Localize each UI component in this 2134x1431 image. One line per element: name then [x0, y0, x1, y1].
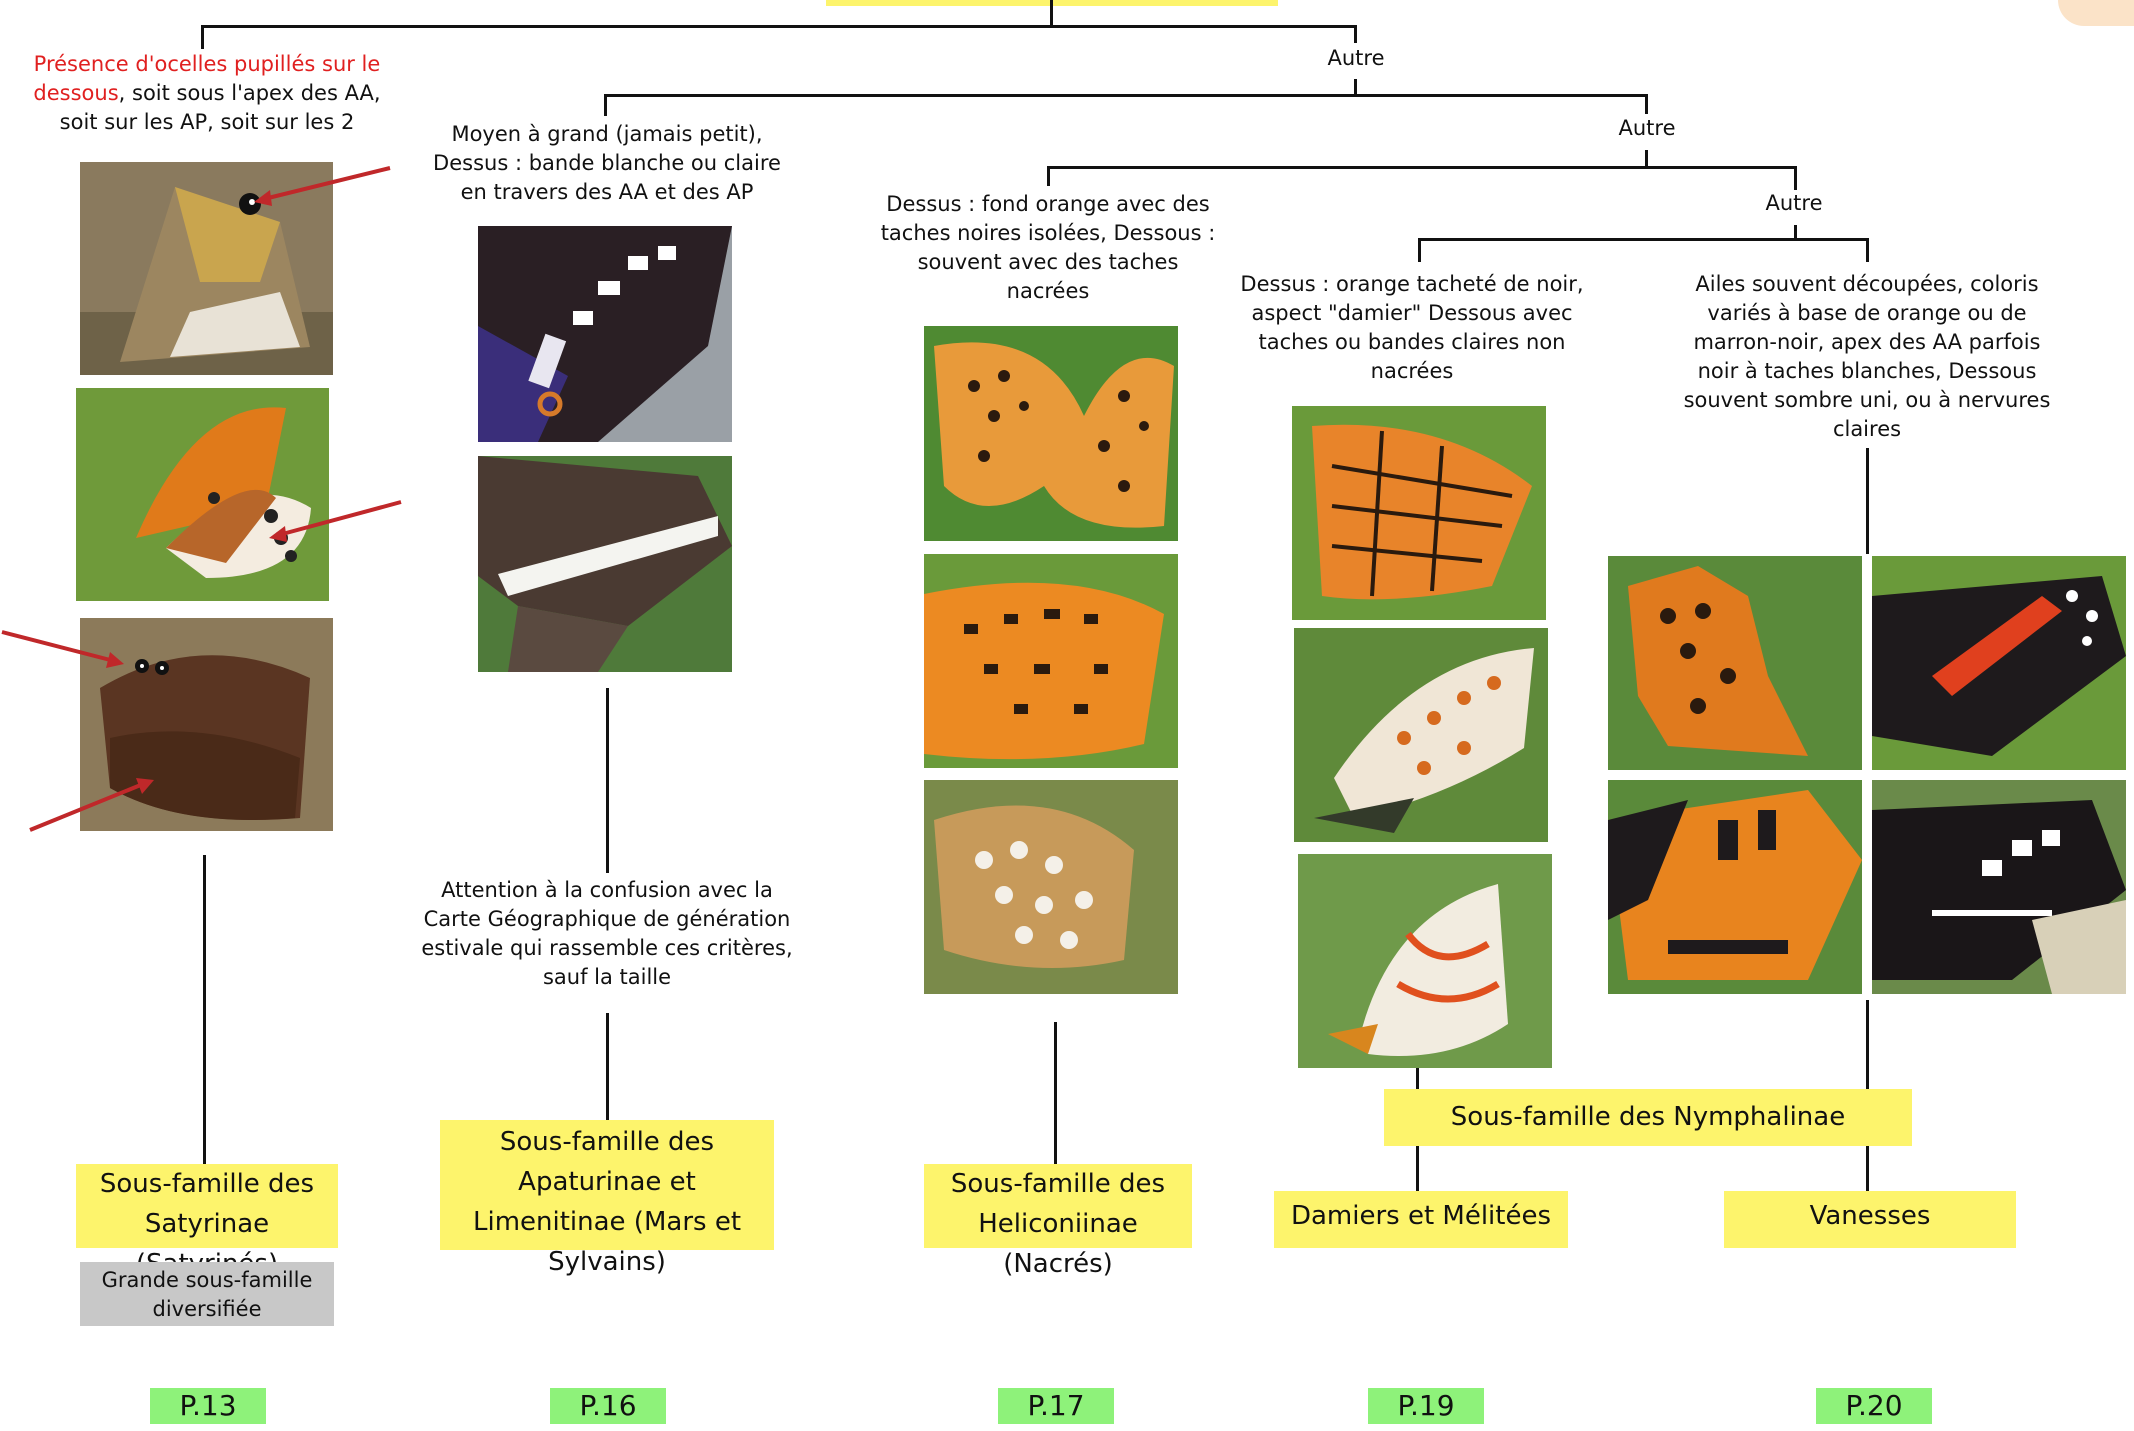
- photo-satyrinae-3: [80, 618, 333, 831]
- criterion-vanesses: Ailes souvent découpées, coloris variés …: [1683, 272, 2051, 441]
- butterfly-photo: [1294, 628, 1548, 842]
- connector: [1416, 1146, 1419, 1191]
- connector: [1354, 25, 1357, 43]
- corner-decoration: [2058, 0, 2134, 26]
- photo-damiers-3: [1298, 854, 1552, 1068]
- photo-satyrinae-1: [80, 162, 333, 375]
- connector: [203, 855, 206, 1167]
- confusion-warning-note: Attention à la confusion avec la Carte G…: [421, 878, 793, 989]
- connector: [1047, 166, 1797, 169]
- connector: [1794, 225, 1797, 239]
- butterfly-photo: [80, 162, 333, 375]
- butterfly-photo: [1298, 854, 1552, 1068]
- butterfly-photo: [1872, 556, 2126, 770]
- butterfly-photo: [1872, 780, 2126, 994]
- photo-vanesses-1: [1608, 556, 1862, 770]
- photo-heliconiinae-1: [924, 326, 1178, 541]
- photo-vanesses-4: [1872, 780, 2126, 994]
- butterfly-photo: [924, 554, 1178, 768]
- connector: [1416, 1067, 1419, 1089]
- connector: [1645, 94, 1648, 114]
- criterion-satyrinae: Présence d'ocelles pupillés sur le desso…: [22, 50, 392, 137]
- connector: [604, 94, 607, 116]
- photo-heliconiinae-2: [924, 554, 1178, 768]
- group-box-heliconiinae: Sous-famille des Heliconiinae (Nacrés): [924, 1164, 1192, 1279]
- connector: [1866, 238, 1869, 262]
- connector: [1047, 166, 1050, 186]
- connector: [1645, 150, 1648, 167]
- photo-heliconiinae-3: [924, 780, 1178, 994]
- page-link-satyrinae[interactable]: P.13: [150, 1388, 266, 1424]
- photo-satyrinae-2: [76, 388, 329, 601]
- red-arrow-icon: [254, 166, 391, 206]
- butterfly-photo: [76, 388, 329, 601]
- photo-vanesses-3: [1608, 780, 1862, 994]
- criterion-heliconiinae: Dessus : fond orange avec des taches noi…: [880, 192, 1216, 303]
- connector: [604, 94, 1648, 97]
- photo-damiers-1: [1292, 406, 1546, 620]
- connector: [606, 688, 609, 873]
- butterfly-photo: [924, 780, 1178, 994]
- butterfly-photo: [80, 618, 333, 831]
- connector: [1054, 1022, 1057, 1167]
- group-box-apaturinae: Sous-famille des Apaturinae et Limenitin…: [440, 1120, 774, 1277]
- connector: [1050, 0, 1053, 27]
- butterfly-photo: [478, 456, 732, 672]
- group-box-vanesses: Vanesses: [1724, 1191, 2016, 1248]
- group-box-satyrinae: Sous-famille des Satyrinae (Satyrinés): [76, 1164, 338, 1279]
- butterfly-photo: [1608, 556, 1862, 770]
- connector: [1866, 448, 1869, 554]
- criterion-satyrinae-detail: , soit sous l'apex des AA, soit sur les …: [59, 81, 381, 134]
- page-link-heliconiinae[interactable]: P.17: [998, 1388, 1114, 1424]
- butterfly-photo: [1608, 780, 1862, 994]
- butterfly-photo: [1292, 406, 1546, 620]
- note-box-satyrinae: Grande sous-famille diversifiée: [80, 1262, 334, 1326]
- photo-apaturinae-2: [478, 456, 732, 672]
- page-link-vanesses[interactable]: P.20: [1816, 1388, 1932, 1424]
- connector: [606, 1013, 609, 1120]
- connector: [1418, 238, 1421, 262]
- butterfly-photo: [478, 226, 732, 442]
- connector: [1418, 238, 1869, 241]
- connector: [1866, 1000, 1869, 1089]
- connector: [1354, 79, 1357, 95]
- connector: [1866, 1146, 1869, 1191]
- photo-vanesses-2: [1872, 556, 2126, 770]
- red-arrow-icon: [269, 500, 402, 542]
- connector: [201, 25, 1357, 28]
- photo-apaturinae-1: [478, 226, 732, 442]
- red-arrow-icon: [1, 630, 124, 668]
- connector: [1794, 166, 1797, 190]
- group-box-nymphalinae: Sous-famille des Nymphalinae: [1384, 1089, 1912, 1146]
- page-link-apaturinae[interactable]: P.16: [550, 1388, 666, 1424]
- criterion-satyrinae-highlight: Présence d'ocelles pupillés sur le desso…: [33, 52, 381, 105]
- branch-label-autre: Autre: [1327, 46, 1385, 70]
- red-arrow-icon: [29, 778, 154, 832]
- connector: [201, 25, 204, 49]
- butterfly-photo: [924, 326, 1178, 541]
- group-box-damiers: Damiers et Mélitées: [1274, 1191, 1568, 1248]
- photo-damiers-2: [1294, 628, 1548, 842]
- criterion-damiers: Dessus : orange tacheté de noir, aspect …: [1240, 272, 1584, 383]
- branch-label-autre: Autre: [1618, 116, 1676, 140]
- criterion-apaturinae: Moyen à grand (jamais petit), Dessus : b…: [433, 122, 781, 204]
- branch-label-autre: Autre: [1765, 191, 1823, 215]
- page-link-damiers[interactable]: P.19: [1368, 1388, 1484, 1424]
